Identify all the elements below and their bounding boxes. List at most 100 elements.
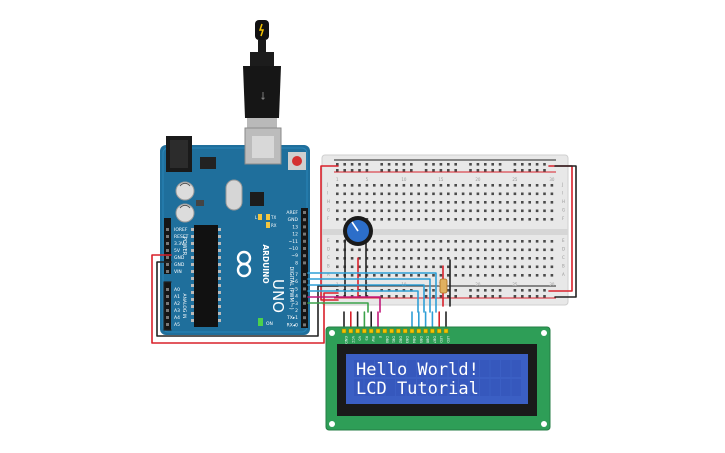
breadboard-hole[interactable]: [447, 184, 450, 187]
breadboard-hole[interactable]: [513, 248, 517, 252]
breadboard-hole[interactable]: [543, 274, 546, 277]
breadboard-hole[interactable]: [447, 209, 450, 213]
header-pin[interactable]: [166, 316, 169, 319]
breadboard-hole[interactable]: [439, 295, 443, 298]
breadboard-hole[interactable]: [543, 289, 546, 292]
breadboard-hole[interactable]: [410, 184, 413, 187]
breadboard-hole[interactable]: [402, 163, 406, 166]
wire-top-rail-red-left[interactable]: [320, 165, 339, 170]
breadboard-hole[interactable]: [550, 201, 554, 204]
breadboard-hole[interactable]: [521, 265, 524, 269]
breadboard-hole[interactable]: [506, 265, 509, 269]
breadboard-hole[interactable]: [535, 163, 539, 166]
breadboard-hole[interactable]: [410, 209, 413, 213]
breadboard-hole[interactable]: [454, 248, 457, 252]
breadboard-hole[interactable]: [528, 192, 531, 196]
breadboard-hole[interactable]: [358, 184, 361, 187]
breadboard-hole[interactable]: [336, 169, 339, 172]
breadboard-hole[interactable]: [484, 248, 487, 252]
breadboard-hole[interactable]: [543, 240, 546, 243]
breadboard-hole[interactable]: [410, 257, 413, 260]
breadboard-hole[interactable]: [535, 192, 539, 196]
breadboard-hole[interactable]: [491, 218, 494, 221]
breadboard-hole[interactable]: [410, 169, 413, 172]
breadboard-hole[interactable]: [498, 274, 502, 277]
breadboard-hole[interactable]: [543, 218, 546, 221]
breadboard-hole[interactable]: [402, 169, 406, 172]
breadboard-hole[interactable]: [513, 274, 517, 277]
breadboard-hole[interactable]: [358, 169, 361, 172]
breadboard-hole[interactable]: [550, 248, 554, 252]
breadboard-hole[interactable]: [491, 265, 494, 269]
breadboard-hole[interactable]: [528, 240, 531, 243]
breadboard-hole[interactable]: [484, 201, 487, 204]
breadboard-hole[interactable]: [535, 209, 539, 213]
breadboard-hole[interactable]: [380, 209, 383, 213]
breadboard-hole[interactable]: [535, 201, 539, 204]
breadboard-hole[interactable]: [491, 169, 494, 172]
breadboard-hole[interactable]: [491, 201, 494, 204]
breadboard-hole[interactable]: [402, 218, 406, 221]
lcd-pin[interactable]: [355, 328, 360, 334]
breadboard-hole[interactable]: [454, 240, 457, 243]
breadboard-hole[interactable]: [410, 295, 413, 298]
header-pin[interactable]: [166, 288, 169, 291]
breadboard-hole[interactable]: [447, 289, 450, 292]
breadboard-hole[interactable]: [417, 257, 420, 260]
breadboard-hole[interactable]: [454, 184, 457, 187]
lcd-pin[interactable]: [375, 328, 381, 334]
breadboard-hole[interactable]: [461, 192, 465, 196]
breadboard-hole[interactable]: [387, 218, 391, 221]
breadboard-hole[interactable]: [454, 163, 457, 166]
breadboard-hole[interactable]: [528, 184, 531, 187]
breadboard-hole[interactable]: [469, 257, 472, 260]
breadboard-hole[interactable]: [387, 184, 391, 187]
breadboard-hole[interactable]: [521, 240, 524, 243]
breadboard-hole[interactable]: [373, 201, 376, 204]
breadboard-hole[interactable]: [491, 163, 494, 166]
breadboard-hole[interactable]: [365, 201, 369, 204]
breadboard-hole[interactable]: [521, 209, 524, 213]
breadboard-hole[interactable]: [469, 248, 472, 252]
breadboard-hole[interactable]: [469, 163, 472, 166]
breadboard-hole[interactable]: [461, 240, 465, 243]
analog-header[interactable]: [164, 282, 171, 330]
breadboard-hole[interactable]: [491, 184, 494, 187]
wire-d6[interactable]: [307, 278, 431, 313]
breadboard-hole[interactable]: [350, 163, 354, 166]
wire-left-rail-red[interactable]: [320, 168, 339, 301]
breadboard-hole[interactable]: [373, 257, 376, 260]
breadboard-hole[interactable]: [424, 265, 428, 269]
breadboard-hole[interactable]: [387, 295, 391, 298]
breadboard-hole[interactable]: [491, 274, 494, 277]
lcd-pin[interactable]: [430, 328, 435, 334]
breadboard-hole[interactable]: [491, 192, 494, 196]
breadboard-hole[interactable]: [543, 169, 546, 172]
breadboard-hole[interactable]: [380, 257, 383, 260]
header-pin[interactable]: [166, 270, 169, 273]
breadboard-hole[interactable]: [336, 265, 339, 269]
breadboard-hole[interactable]: [402, 201, 406, 204]
breadboard-hole[interactable]: [521, 163, 524, 166]
breadboard-hole[interactable]: [410, 274, 413, 277]
breadboard-hole[interactable]: [454, 201, 457, 204]
breadboard-hole[interactable]: [521, 289, 524, 292]
breadboard-hole[interactable]: [432, 209, 435, 213]
breadboard-hole[interactable]: [513, 218, 517, 221]
breadboard-hole[interactable]: [417, 209, 420, 213]
breadboard-hole[interactable]: [350, 201, 354, 204]
breadboard-hole[interactable]: [506, 201, 509, 204]
breadboard-hole[interactable]: [454, 209, 457, 213]
breadboard-hole[interactable]: [476, 295, 480, 298]
breadboard-hole[interactable]: [439, 163, 443, 166]
breadboard-hole[interactable]: [506, 218, 509, 221]
breadboard-hole[interactable]: [498, 248, 502, 252]
breadboard-hole[interactable]: [513, 184, 517, 187]
breadboard-hole[interactable]: [461, 248, 465, 252]
breadboard-hole[interactable]: [498, 169, 502, 172]
breadboard-hole[interactable]: [424, 201, 428, 204]
breadboard-hole[interactable]: [350, 248, 354, 252]
breadboard-hole[interactable]: [513, 163, 517, 166]
breadboard-hole[interactable]: [343, 184, 346, 187]
breadboard-hole[interactable]: [528, 295, 531, 298]
